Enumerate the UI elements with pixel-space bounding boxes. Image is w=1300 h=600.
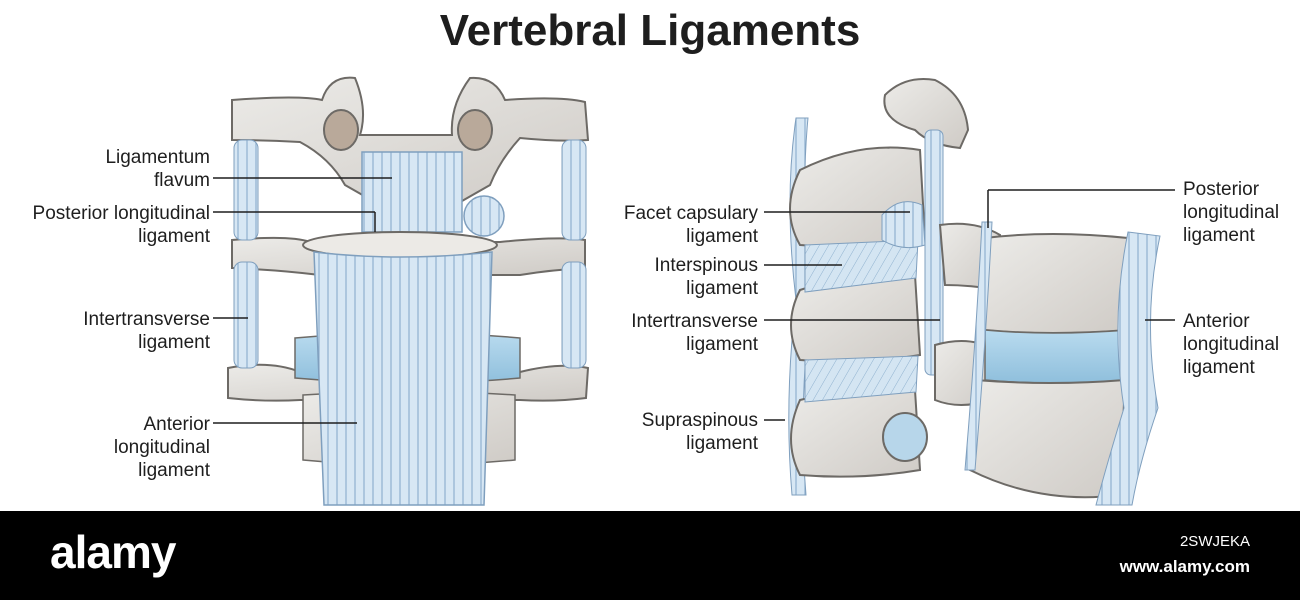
intertransverse-ligament-right-lower <box>561 261 587 369</box>
label-interspinous: Interspinous ligament <box>654 255 758 299</box>
left-facet-oval <box>323 109 359 151</box>
label-anterior-longitudinal-right: Anterior longitudinal ligament <box>1183 311 1280 378</box>
lateral-facet-oval <box>882 412 928 462</box>
label-ligamentum-flavum: Ligamentum flavum <box>105 147 210 191</box>
label-posterior-longitudinal-left: Posterior longitudinal ligament <box>32 203 210 247</box>
intertransverse-ligament-right-side <box>924 129 944 376</box>
label-posterior-longitudinal-right: Posterior longitudinal ligament <box>1183 179 1280 246</box>
posterior-longitudinal-ligament-lateral <box>964 221 993 471</box>
right-facet-oval <box>457 109 493 151</box>
intertransverse-ligament-left-upper <box>233 139 259 241</box>
anterior-longitudinal-ligament-shape <box>313 251 493 506</box>
intertransverse-ligament-right-upper <box>561 139 587 241</box>
intertransverse-ligament-left-lower <box>233 261 259 369</box>
vertebral-body-lower-lateral <box>968 378 1127 499</box>
ligamentum-flavum-shape <box>361 151 463 233</box>
label-intertransverse-right: Intertransverse ligament <box>631 311 758 355</box>
vertebral-body-upper-lateral <box>984 233 1129 334</box>
interspinous-ligament-upper <box>804 239 919 293</box>
page-title: Vertebral Ligaments <box>439 6 861 55</box>
brand-logo: alamy <box>50 526 176 578</box>
left-spine-figure <box>227 76 590 506</box>
interspinous-ligament-lower <box>804 355 919 403</box>
left-leader-lines <box>213 177 392 424</box>
right-leader-lines <box>764 189 1175 421</box>
facet-capsule-left <box>463 195 505 237</box>
label-anterior-longitudinal-left: Anterior longitudinal ligament <box>113 414 210 481</box>
upper-vertebral-arch <box>231 76 590 206</box>
disc-lateral <box>984 329 1129 384</box>
upper-articular-process <box>883 78 970 150</box>
right-spine-figure <box>788 78 1161 506</box>
label-supraspinous: Supraspinous ligament <box>641 410 758 454</box>
label-facet-capsulary: Facet capsulary ligament <box>623 203 758 247</box>
illustration-canvas <box>213 76 1175 506</box>
watermark-footer: alamy 2SWJEKA www.alamy.com <box>0 511 1300 600</box>
image-id: 2SWJEKA <box>1179 533 1250 550</box>
facet-capsule-right <box>881 201 926 249</box>
label-intertransverse-left: Intertransverse ligament <box>83 309 210 353</box>
site-url: www.alamy.com <box>1119 557 1250 576</box>
anterior-longitudinal-ligament-lateral <box>1095 231 1161 506</box>
